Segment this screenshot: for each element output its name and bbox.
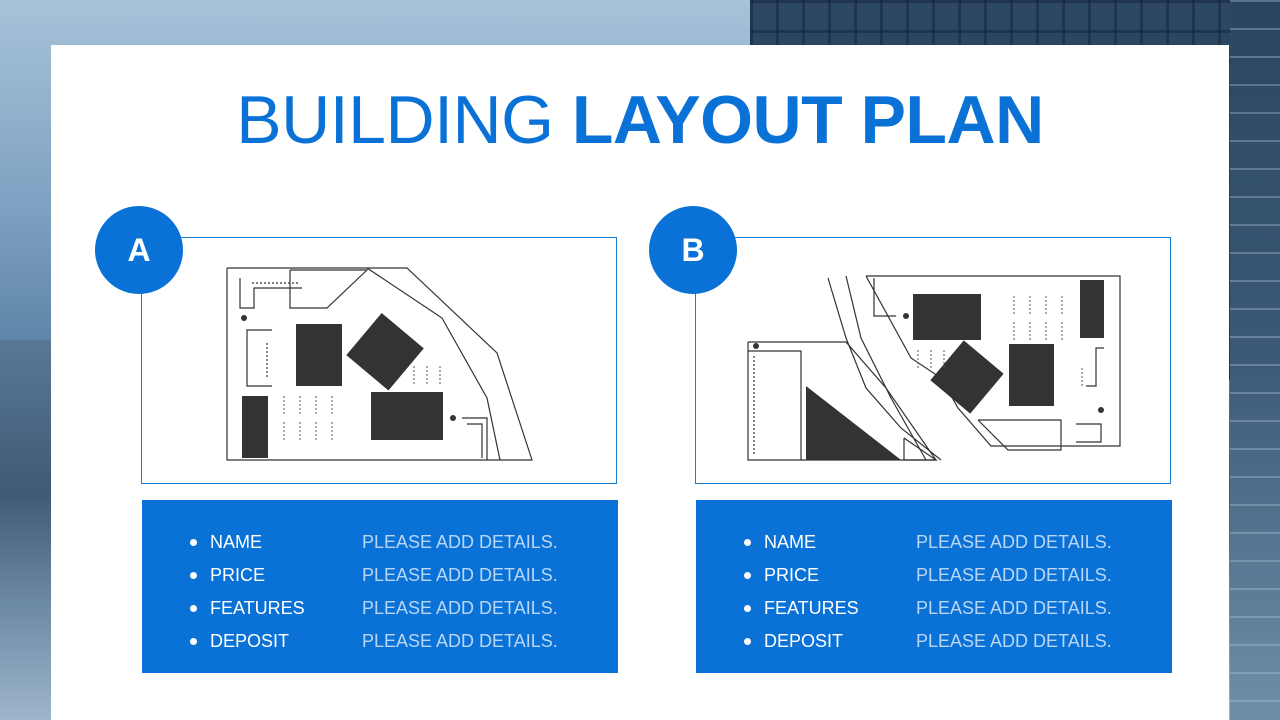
tree-icon [450, 415, 456, 421]
plan-b-drawing [695, 237, 1171, 484]
detail-value: PLEASE ADD DETAILS. [916, 565, 1112, 585]
plaza [977, 419, 1062, 451]
bullet-dot-icon [744, 605, 751, 612]
detail-label: NAME [210, 532, 263, 552]
tree-icon [903, 313, 909, 319]
bullet-dot-icon [744, 539, 751, 546]
building-block [371, 392, 443, 440]
plan-b-details: NAME PLEASE ADD DETAILS. PRICE PLEASE ADD … [696, 500, 1172, 673]
site-plan-b [747, 275, 1121, 461]
detail-label: DEPOSIT [210, 631, 290, 651]
building-block [930, 340, 1004, 414]
site-boundary [865, 275, 1121, 447]
detail-value: PLEASE ADD DETAILS. [362, 598, 558, 618]
detail-label: DEPOSIT [764, 631, 844, 651]
detail-value: PLEASE ADD DETAILS. [916, 532, 1112, 552]
bullet-dot-icon [744, 572, 751, 579]
building-block [1009, 344, 1054, 406]
building-block [806, 386, 901, 460]
plan-a-details: NAME PLEASE ADD DETAILS. PRICE PLEASE ADD … [142, 500, 618, 673]
building-block [346, 312, 424, 391]
plan-a-drawing [141, 237, 617, 484]
building-block [242, 396, 268, 458]
detail-row: DEPOSIT PLEASE ADD DETAILS. [190, 625, 558, 658]
background-building-right [1230, 0, 1280, 720]
building-block [1080, 280, 1104, 338]
detail-value: PLEASE ADD DETAILS. [362, 631, 558, 651]
bullet-dot-icon [190, 605, 197, 612]
page-title: BUILDING LAYOUT PLAN [0, 82, 1280, 158]
tree-icon [753, 343, 759, 349]
road-edge [366, 267, 501, 461]
plan-b-detail-list: NAME PLEASE ADD DETAILS. PRICE PLEASE ADD … [744, 526, 1112, 658]
title-light: BUILDING [236, 82, 554, 158]
bullet-dot-icon [190, 539, 197, 546]
title-bold: LAYOUT PLAN [571, 82, 1044, 158]
detail-label: FEATURES [764, 598, 859, 618]
detail-label: FEATURES [210, 598, 305, 618]
site-boundary [747, 341, 938, 461]
plan-a-detail-list: NAME PLEASE ADD DETAILS. PRICE PLEASE ADD … [190, 526, 558, 658]
bullet-dot-icon [744, 638, 751, 645]
detail-value: PLEASE ADD DETAILS. [362, 532, 558, 552]
detail-row: FEATURES PLEASE ADD DETAILS. [744, 592, 1112, 625]
detail-label: PRICE [764, 565, 820, 585]
plan-a-badge: A [95, 206, 183, 294]
bullet-dot-icon [190, 638, 197, 645]
detail-value: PLEASE ADD DETAILS. [916, 598, 1112, 618]
bullet-dot-icon [190, 572, 197, 579]
detail-value: PLEASE ADD DETAILS. [362, 565, 558, 585]
plan-b-badge: B [649, 206, 737, 294]
site-boundary [226, 267, 533, 461]
building-block [913, 294, 981, 340]
tree-icon [241, 315, 247, 321]
detail-label: NAME [764, 532, 817, 552]
detail-row: PRICE PLEASE ADD DETAILS. [190, 559, 558, 592]
tree-icon [1098, 407, 1104, 413]
detail-row: NAME PLEASE ADD DETAILS. [190, 526, 558, 559]
plaza [289, 269, 369, 309]
detail-row: DEPOSIT PLEASE ADD DETAILS. [744, 625, 1112, 658]
site-plan-a [226, 267, 533, 461]
detail-row: NAME PLEASE ADD DETAILS. [744, 526, 1112, 559]
detail-label: PRICE [210, 565, 266, 585]
detail-row: PRICE PLEASE ADD DETAILS. [744, 559, 1112, 592]
detail-row: FEATURES PLEASE ADD DETAILS. [190, 592, 558, 625]
detail-value: PLEASE ADD DETAILS. [916, 631, 1112, 651]
building-block [296, 324, 342, 386]
